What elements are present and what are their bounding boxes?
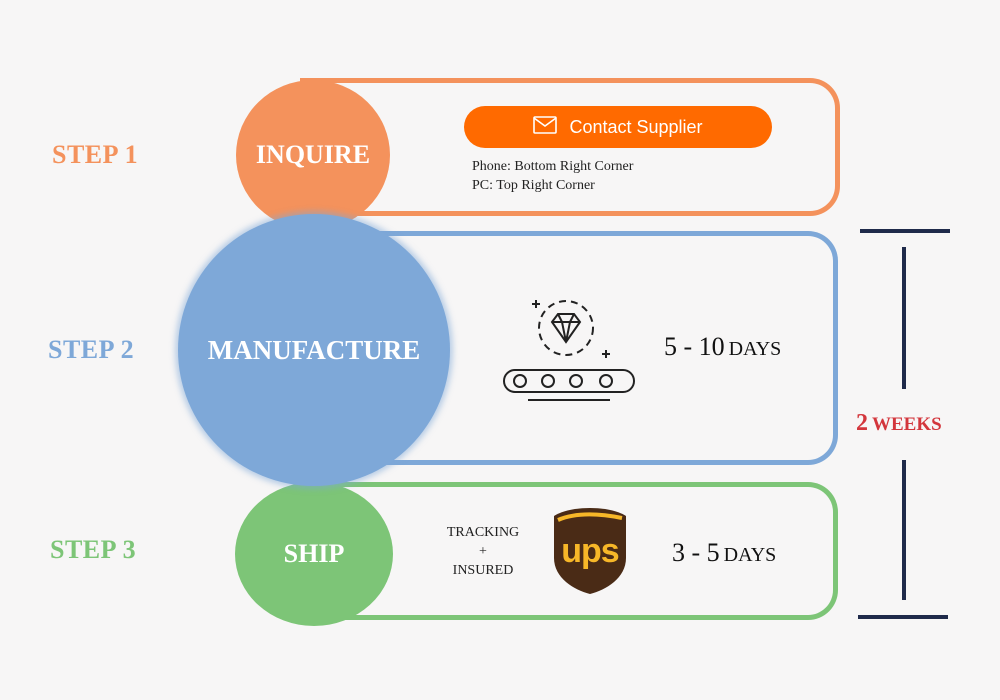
ship-circle-label: SHIP: [283, 539, 345, 568]
total-num: 2: [856, 410, 868, 436]
bracket-lower-line: [902, 460, 906, 600]
tracking-insured: TRACKING + INSURED: [438, 523, 528, 580]
manufacture-duration: 5 - 10 DAYS: [664, 332, 781, 362]
step-1-frame: [300, 78, 840, 216]
ups-logo: ups: [552, 506, 628, 596]
total-duration: 2 WEEKS: [856, 410, 942, 437]
step-2-label: STEP 2: [48, 335, 135, 364]
manufacture-days-unit: DAYS: [728, 338, 782, 360]
mail-icon: [533, 115, 558, 139]
manufacture-circle: MANUFACTURE: [178, 214, 450, 486]
tracking-text: TRACKING: [446, 525, 520, 540]
ship-days-unit: DAYS: [723, 544, 777, 566]
pc-instruction: PC: Top Right Corner: [472, 178, 595, 193]
manufacture-circle-label: MANUFACTURE: [207, 334, 421, 365]
inquire-instructions: Phone: Bottom Right Corner PC: Top Right…: [472, 157, 633, 195]
ship-days-num: 3 - 5: [672, 538, 720, 567]
bracket-upper-line: [902, 247, 906, 389]
bracket-bottom: [858, 615, 948, 619]
inquire-circle-label: INQUIRE: [255, 140, 371, 169]
insured-text: INSURED: [452, 563, 514, 578]
diamond-conveyor-icon: [498, 296, 638, 406]
phone-instruction: Phone: Bottom Right Corner: [472, 159, 634, 174]
bracket-top: [860, 229, 950, 233]
ups-logo-text: ups: [561, 532, 619, 570]
total-unit: WEEKS: [872, 414, 942, 435]
ship-circle: SHIP: [235, 482, 393, 626]
ship-duration: 3 - 5 DAYS: [672, 538, 776, 568]
inquire-circle: INQUIRE: [236, 80, 390, 230]
step-2-frame: [330, 231, 838, 465]
step-1-label: STEP 1: [52, 140, 139, 169]
step-3-frame: [320, 482, 838, 620]
plus-text: +: [479, 544, 487, 559]
contact-supplier-button[interactable]: Contact Supplier: [464, 106, 772, 148]
step-3-label: STEP 3: [50, 535, 137, 564]
contact-supplier-label: Contact Supplier: [569, 116, 703, 137]
manufacture-days-num: 5 - 10: [664, 332, 725, 361]
